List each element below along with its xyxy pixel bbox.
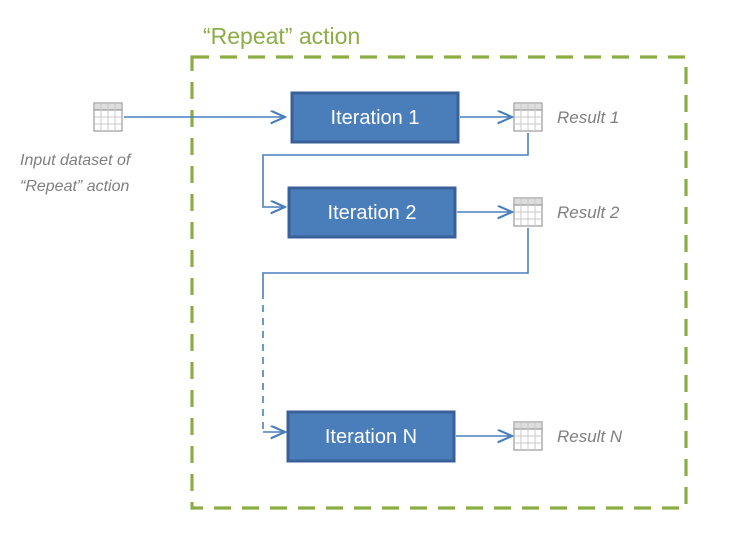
- input-dataset-icon: [93, 102, 123, 132]
- result-2-label: Result 2: [557, 203, 620, 222]
- connector-result-1-to-iteration-2: [262, 133, 529, 207]
- iteration-n-label: Iteration N: [325, 426, 417, 448]
- result-2-icon: [513, 197, 543, 227]
- repeat-action-group-boundary: [190, 55, 688, 510]
- iteration-1-node: Iteration 1: [290, 91, 460, 144]
- iteration-2-label: Iteration 2: [328, 202, 417, 224]
- iteration-2-box: [287, 186, 457, 239]
- iteration-2-node: Iteration 2: [287, 186, 457, 239]
- iteration-n-node: Iteration N: [286, 410, 456, 463]
- result-n-icon: [513, 421, 543, 451]
- group-title: “Repeat” action: [203, 23, 360, 49]
- iteration-1-label: Iteration 1: [331, 107, 420, 129]
- connector-result-2-to-ellipsis: [262, 228, 529, 292]
- result-1-label: Result 1: [557, 108, 619, 127]
- result-1-icon: [513, 102, 543, 132]
- input-dataset-label-line1: Input dataset of: [20, 152, 132, 169]
- iteration-n-box: [286, 410, 456, 463]
- iteration-1-box: [290, 91, 460, 144]
- result-n-label: Result N: [557, 427, 623, 446]
- input-dataset-label-line2: “Repeat” action: [20, 178, 129, 195]
